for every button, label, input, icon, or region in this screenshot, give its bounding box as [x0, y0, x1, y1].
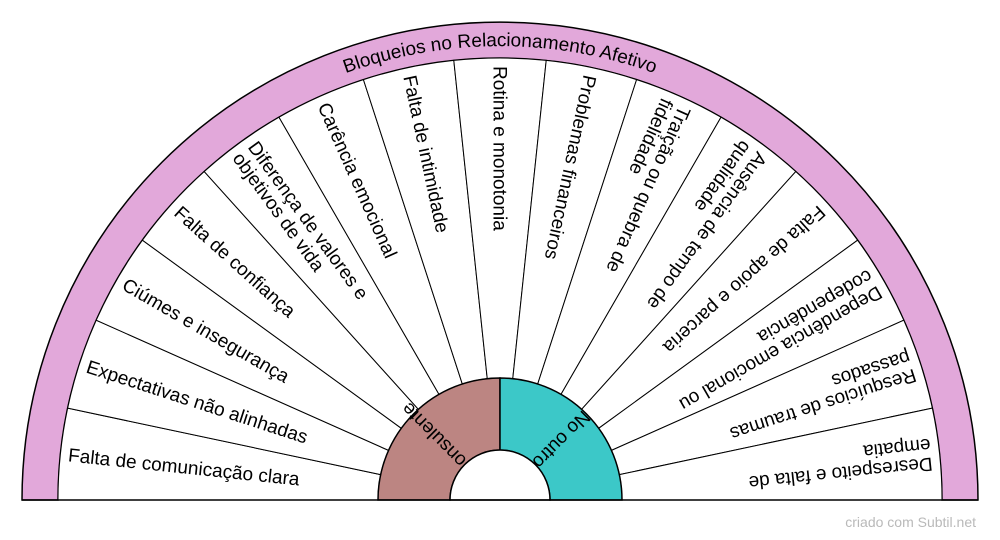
sector-label: Rotina e monotonia: [488, 66, 509, 231]
center-hole: [449, 449, 551, 501]
sector-2: Ciúmes e insegurança: [95, 239, 402, 452]
sector-0: Falta de comunicação clara: [57, 407, 382, 501]
sector-14: Desrespeito e falta deempatia: [618, 407, 943, 501]
sector-6: Falta de intimidade: [362, 59, 488, 385]
hub-half-0: Consulente: [377, 377, 501, 501]
sector-label-line: Rotina e monotonia: [488, 66, 509, 231]
hub-half-1: No outro: [499, 377, 623, 501]
credit-text: criado com Subtil.net: [845, 514, 976, 530]
